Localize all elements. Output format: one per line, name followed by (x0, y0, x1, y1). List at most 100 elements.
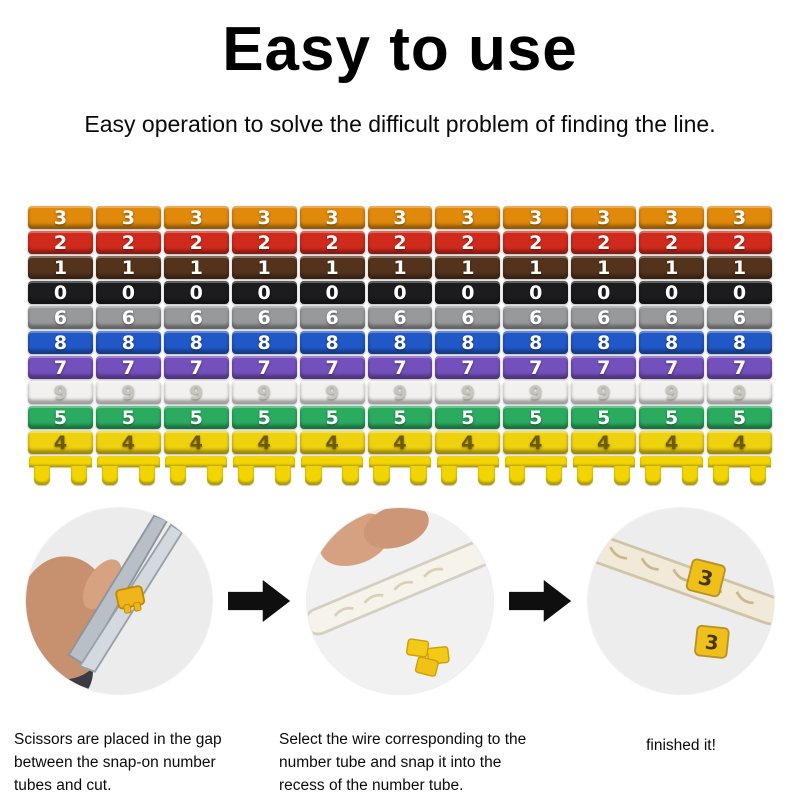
clip-foot (435, 456, 500, 486)
marker-cell: 0 (163, 281, 229, 304)
marker-cell: 0 (95, 281, 161, 304)
marker-cell: 3 (28, 206, 93, 229)
marker-cell: 4 (639, 431, 705, 454)
captions-row: Scissors are placed in the gap between t… (14, 712, 786, 800)
marker-cell: 7 (639, 356, 705, 379)
marker-cell: 9 (367, 381, 433, 404)
marker-cell: 7 (299, 356, 365, 379)
cable-twist-lines (609, 546, 754, 605)
marker-loose: 3 (694, 624, 730, 659)
marker-cell: 5 (299, 406, 365, 429)
clip-foot (164, 456, 229, 486)
marker-cell: 5 (707, 406, 772, 429)
marker-cell: 3 (571, 206, 637, 229)
marker-cell: 6 (707, 306, 772, 329)
marker-cell: 1 (95, 256, 161, 279)
marker-cell: 5 (28, 406, 93, 429)
marker-cell: 2 (231, 231, 297, 254)
marker-cell: 3 (639, 206, 705, 229)
marker-cell: 9 (503, 381, 569, 404)
subtitle-text: Easy operation to solve the difficult pr… (84, 111, 716, 137)
arrow-right-icon-2 (508, 577, 573, 625)
marker-cell: 6 (231, 306, 297, 329)
scissors-cut-illustration (26, 508, 212, 694)
marker-cell: 3 (503, 206, 569, 229)
marker-cell: 4 (95, 431, 161, 454)
marker-cell: 2 (707, 231, 772, 254)
clip-foot (300, 456, 365, 486)
finger-illustration (363, 508, 429, 549)
marker-cell: 0 (28, 281, 93, 304)
marker-cell: 6 (435, 306, 501, 329)
step2-caption: Select the wire corresponding to the num… (279, 730, 527, 795)
marker-cell: 7 (707, 356, 772, 379)
marker-cell: 7 (367, 356, 433, 379)
page-title: Easy to use (222, 15, 578, 84)
marker-cell: 3 (163, 206, 229, 229)
marker-cell: 4 (231, 431, 297, 454)
marker-cell: 8 (299, 331, 365, 354)
marker-cell: 5 (95, 406, 161, 429)
marker-cell: 2 (95, 231, 161, 254)
marker-cell: 5 (435, 406, 501, 429)
marker-cell: 2 (367, 231, 433, 254)
marker-cell: 7 (163, 356, 229, 379)
thumb-illustration (82, 559, 122, 610)
marker-cell: 8 (163, 331, 229, 354)
marker-cell: 1 (707, 256, 772, 279)
clip-foot (707, 456, 772, 486)
marker-cell: 8 (707, 331, 772, 354)
clip-foot (503, 456, 568, 486)
marker-digit: 3 (696, 565, 716, 592)
marker-cell: 4 (367, 431, 433, 454)
marker-cell: 8 (639, 331, 705, 354)
clip-foot (232, 456, 297, 486)
marker-cell: 6 (571, 306, 637, 329)
marker-cell: 9 (435, 381, 501, 404)
marker-cell: 6 (503, 306, 569, 329)
marker-cell: 4 (503, 431, 569, 454)
marker-cell: 3 (367, 206, 433, 229)
marker-pile-illustration (406, 638, 450, 677)
marker-cell: 0 (435, 281, 501, 304)
marker-cell: 9 (95, 381, 161, 404)
finished-illustration: 3 3 (588, 508, 774, 694)
marker-cell: 5 (639, 406, 705, 429)
marker-cell: 6 (163, 306, 229, 329)
marker-cell: 1 (571, 256, 637, 279)
marker-cell: 4 (163, 431, 229, 454)
marker-cell: 0 (571, 281, 637, 304)
marker-cell: 1 (435, 256, 501, 279)
clip-foot (368, 456, 433, 486)
marker-cell: 2 (435, 231, 501, 254)
steps-row: 3 3 (26, 508, 774, 694)
marker-cell: 1 (503, 256, 569, 279)
marker-cell: 7 (503, 356, 569, 379)
marker-cell: 2 (28, 231, 93, 254)
marker-cell: 6 (367, 306, 433, 329)
step3-photo-circle: 3 3 (588, 508, 774, 694)
marker-cell: 5 (503, 406, 569, 429)
marker-cell: 0 (503, 281, 569, 304)
marker-cell: 0 (707, 281, 772, 304)
marker-cell: 6 (299, 306, 365, 329)
marker-cell: 8 (571, 331, 637, 354)
marker-cell: 4 (28, 431, 93, 454)
marker-cell: 1 (299, 256, 365, 279)
marker-cell: 8 (95, 331, 161, 354)
step2-photo-circle (307, 508, 493, 694)
step3-caption: finished it! (646, 736, 716, 754)
marker-cell: 2 (163, 231, 229, 254)
marker-cell: 0 (231, 281, 297, 304)
marker-cell: 0 (367, 281, 433, 304)
marker-cell: 9 (571, 381, 637, 404)
marker-cell: 6 (639, 306, 705, 329)
marker-cell: 3 (707, 206, 772, 229)
marker-cell: 8 (435, 331, 501, 354)
